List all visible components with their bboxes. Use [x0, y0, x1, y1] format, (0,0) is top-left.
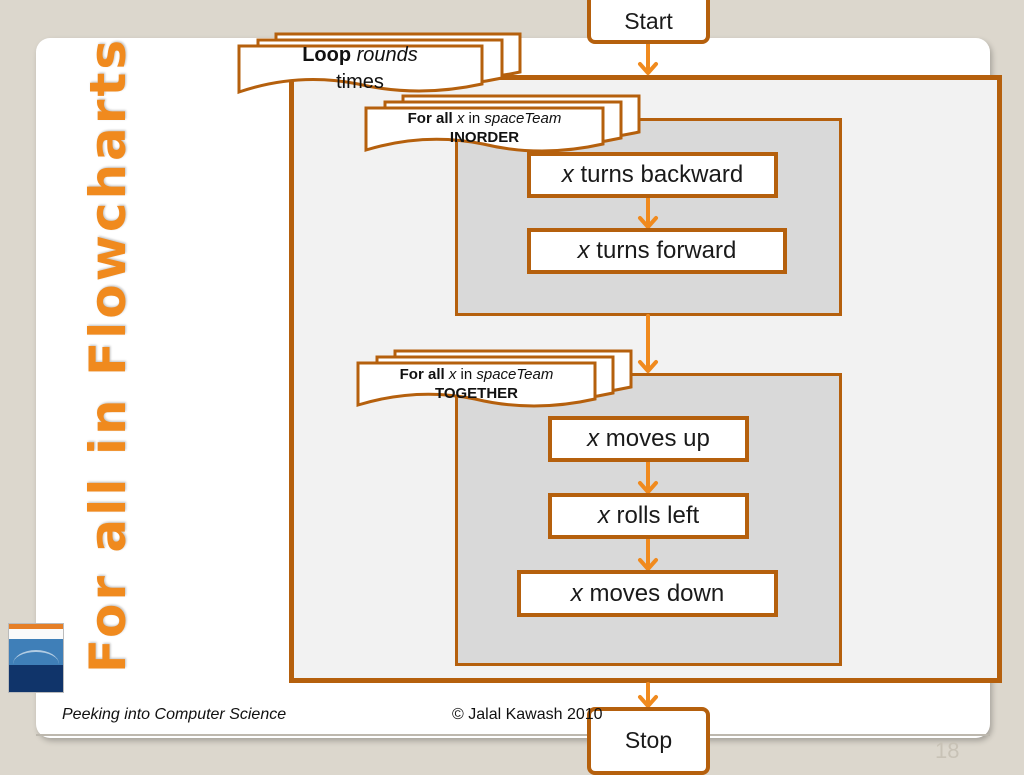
loop-condition-label: Loop rounds times: [240, 42, 480, 96]
for-all-1-keyword: For all: [407, 110, 453, 127]
footer-divider: [36, 734, 990, 736]
book-cover-image: [8, 623, 64, 693]
step-var: x: [577, 237, 590, 264]
for-all-2-mode: TOGETHER: [434, 385, 519, 402]
step-var: x: [587, 425, 600, 452]
loop-suffix: times: [336, 71, 384, 93]
footer-book-title: Peeking into Computer Science: [62, 706, 287, 723]
for-all-inorder-document-stack[interactable]: [363, 92, 645, 160]
stop-terminal[interactable]: Stop: [587, 707, 710, 775]
page-number: 18: [935, 738, 960, 763]
step-var: x: [570, 579, 583, 607]
for-all-2-var: x: [448, 366, 457, 383]
step-moves-down[interactable]: x moves down: [517, 570, 778, 617]
step-action: rolls left: [616, 502, 700, 529]
step-turns-backward[interactable]: x turns backward: [527, 152, 778, 198]
loop-keyword: Loop: [302, 44, 352, 66]
step-turns-forward[interactable]: x turns forward: [527, 228, 787, 274]
for-all-2-collection: spaceTeam: [476, 366, 554, 383]
for-all-2-in: in: [460, 366, 473, 383]
step-var: x: [597, 502, 610, 529]
for-all-1-mode: INORDER: [449, 129, 520, 146]
step-rolls-left[interactable]: x rolls left: [548, 493, 749, 539]
step-action: turns backward: [580, 161, 744, 188]
loop-document-stack[interactable]: [236, 30, 526, 100]
for-all-2-keyword: For all: [399, 366, 445, 383]
for-all-1-collection: spaceTeam: [484, 110, 562, 127]
step-moves-up[interactable]: x moves up: [548, 416, 749, 462]
for-all-1-in: in: [468, 110, 481, 127]
start-label: Start: [624, 7, 673, 34]
start-terminal[interactable]: Start: [587, 0, 710, 44]
for-all-inorder-label: For all x in spaceTeam INORDER: [366, 109, 603, 147]
step-var: x: [561, 161, 574, 188]
for-all-together-document-stack[interactable]: [355, 347, 637, 415]
for-all-1-var: x: [456, 110, 465, 127]
stop-label: Stop: [624, 727, 673, 753]
step-action: moves down: [589, 579, 725, 607]
loop-variable: rounds: [356, 44, 418, 66]
step-action: moves up: [605, 425, 710, 452]
step-action: turns forward: [596, 237, 737, 264]
footer-copyright: © Jalal Kawash 2010: [452, 706, 603, 723]
for-all-together-label: For all x in spaceTeam TOGETHER: [358, 365, 595, 403]
